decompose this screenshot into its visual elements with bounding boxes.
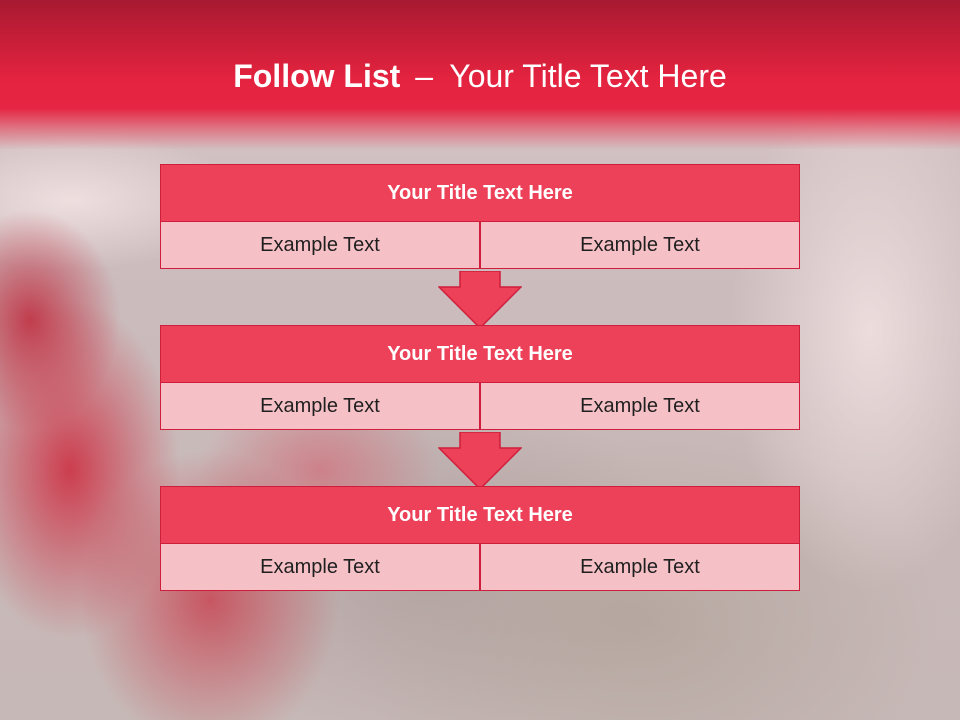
step-cell-left: Example Text [160, 382, 480, 430]
step-cell-right: Example Text [480, 382, 800, 430]
arrow-down-icon [438, 271, 522, 329]
slide-title: Follow List – Your Title Text Here [0, 52, 960, 100]
step-cell-left: Example Text [160, 221, 480, 269]
title-bold: Follow List [233, 58, 401, 94]
step-cell-right: Example Text [480, 221, 800, 269]
step-title: Your Title Text Here [160, 325, 800, 383]
title-separator: – [415, 58, 433, 94]
arrow-down-icon [438, 432, 522, 490]
step-title: Your Title Text Here [160, 164, 800, 222]
step-cell-left: Example Text [160, 543, 480, 591]
step-title: Your Title Text Here [160, 486, 800, 544]
title-bar [0, 0, 960, 150]
step-cell-right: Example Text [480, 543, 800, 591]
title-rest: Your Title Text Here [449, 58, 727, 94]
